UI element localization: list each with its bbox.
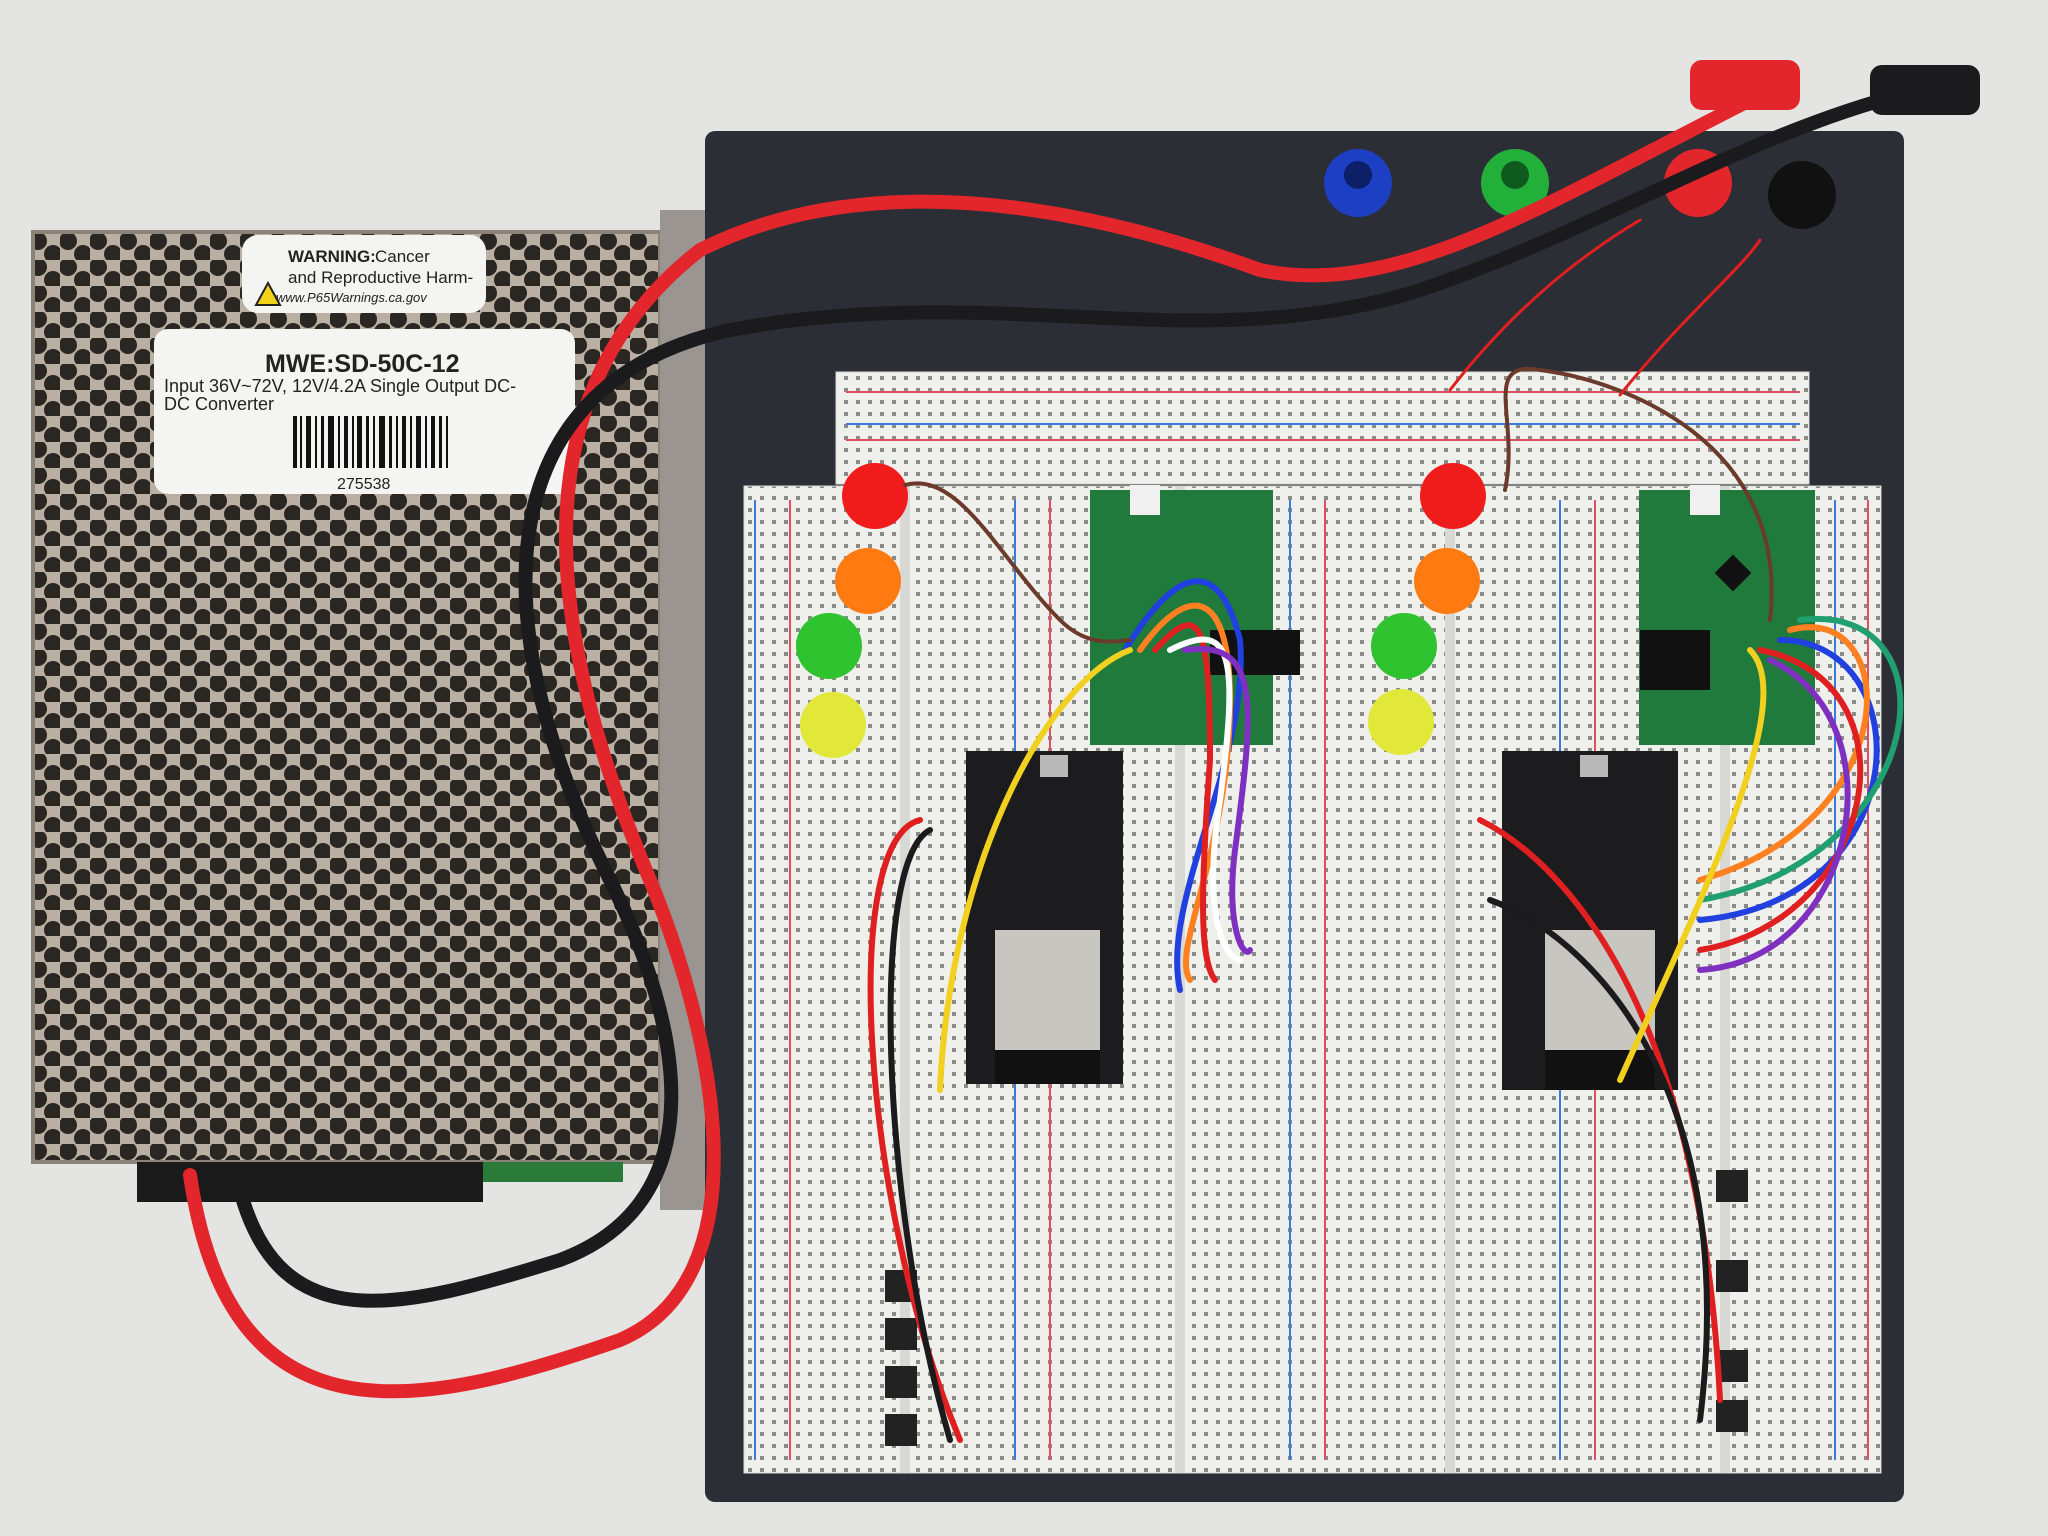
warning-url: www.P65Warnings.ca.gov: [276, 290, 428, 305]
power-wires: [183, 60, 1980, 1399]
product-label: MWE:SD-50C-12 Input 36V~72V, 12V/4.2A Si…: [154, 329, 575, 494]
model-number: MWE:SD-50C-12: [265, 350, 459, 378]
serial-number: 275538: [337, 476, 390, 493]
warning-line2: and Reproductive Harm-: [288, 268, 473, 287]
led-yellow: [1368, 689, 1434, 755]
warning-triangle-icon: [254, 280, 282, 306]
push-buttons-right: [1716, 1170, 1748, 1432]
push-button[interactable]: [885, 1366, 917, 1398]
warning-label: WARNING: Cancer and Reproductive Harm- w…: [242, 235, 486, 313]
push-button[interactable]: [885, 1414, 917, 1446]
leds-right: [1368, 463, 1486, 755]
push-button[interactable]: [1716, 1170, 1748, 1202]
binding-posts: [1324, 149, 1836, 229]
led-red: [842, 463, 908, 529]
green-module-left: [1090, 485, 1300, 745]
usb-port[interactable]: [1040, 755, 1068, 777]
usb-port[interactable]: [1580, 755, 1608, 777]
green-module-right: [1639, 485, 1815, 745]
warning-line1: Cancer: [375, 247, 430, 266]
push-button[interactable]: [885, 1318, 917, 1350]
led-red: [1420, 463, 1486, 529]
led-green: [1371, 613, 1437, 679]
led-green: [796, 613, 862, 679]
push-button[interactable]: [1716, 1260, 1748, 1292]
led-orange: [1414, 548, 1480, 614]
binding-post-black[interactable]: [1768, 161, 1836, 229]
leds-left: [796, 463, 908, 758]
red-alligator-clip: [1690, 60, 1800, 110]
push-button[interactable]: [1716, 1400, 1748, 1432]
psu-pcb-edge: [483, 1162, 623, 1182]
description-line1: Input 36V~72V, 12V/4.2A Single Output DC…: [164, 376, 516, 396]
barcode: [293, 416, 448, 468]
esp32-board-left: [966, 751, 1123, 1084]
black-alligator-clip: [1870, 65, 1980, 115]
led-orange: [835, 548, 901, 614]
jumper-wires: [867, 218, 1904, 1443]
description-line2: DC Converter: [164, 394, 274, 414]
led-yellow: [800, 692, 866, 758]
warning-title: WARNING:: [288, 247, 376, 266]
